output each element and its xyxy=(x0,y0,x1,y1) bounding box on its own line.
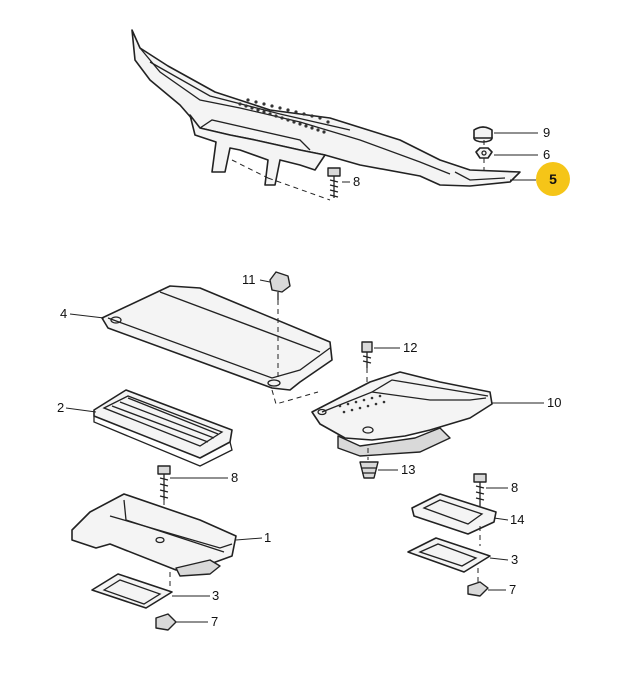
callout-9[interactable]: 9 xyxy=(543,125,551,140)
part-9-cap[interactable] xyxy=(473,126,493,143)
part-8-screw-middle[interactable] xyxy=(157,465,171,500)
part-11-plug[interactable] xyxy=(269,271,291,300)
part-6-nut[interactable] xyxy=(475,147,493,159)
callout-2[interactable]: 2 xyxy=(57,400,65,415)
part-3-gasket-right[interactable] xyxy=(407,537,491,573)
callout-13[interactable]: 13 xyxy=(401,462,416,477)
part-5-cowl-panel[interactable] xyxy=(131,29,521,201)
callout-3-right[interactable]: 3 xyxy=(511,552,519,567)
part-4-plate[interactable] xyxy=(101,285,333,391)
callout-7-left[interactable]: 7 xyxy=(211,614,219,629)
part-10-tray[interactable] xyxy=(311,371,493,457)
part-8-screw-right[interactable] xyxy=(473,473,487,506)
leader-lines xyxy=(65,132,544,623)
callout-8-right[interactable]: 8 xyxy=(511,480,519,495)
callout-4[interactable]: 4 xyxy=(60,306,68,321)
part-13-clip[interactable] xyxy=(359,461,379,479)
part-12-bolt[interactable] xyxy=(361,341,373,368)
callout-8-top[interactable]: 8 xyxy=(353,174,361,189)
callout-12[interactable]: 12 xyxy=(403,340,418,355)
callout-14[interactable]: 14 xyxy=(510,512,525,527)
part-8-screw-top[interactable] xyxy=(327,167,341,198)
callout-7-right[interactable]: 7 xyxy=(509,582,517,597)
part-7-clip-left[interactable] xyxy=(155,613,177,631)
part-3-gasket-left[interactable] xyxy=(91,573,173,609)
callout-11[interactable]: 11 xyxy=(242,272,256,287)
callout-10[interactable]: 10 xyxy=(547,395,562,410)
part-2-filter[interactable] xyxy=(93,389,233,467)
callout-5-highlighted[interactable]: 5 xyxy=(536,162,570,196)
callout-1[interactable]: 1 xyxy=(264,530,272,545)
callout-6[interactable]: 6 xyxy=(543,147,551,162)
part-7-clip-right[interactable] xyxy=(467,581,489,597)
callout-3-left[interactable]: 3 xyxy=(212,588,220,603)
part-14-bracket[interactable] xyxy=(411,493,497,535)
callout-8-middle[interactable]: 8 xyxy=(231,470,239,485)
part-1-housing[interactable] xyxy=(71,493,237,577)
